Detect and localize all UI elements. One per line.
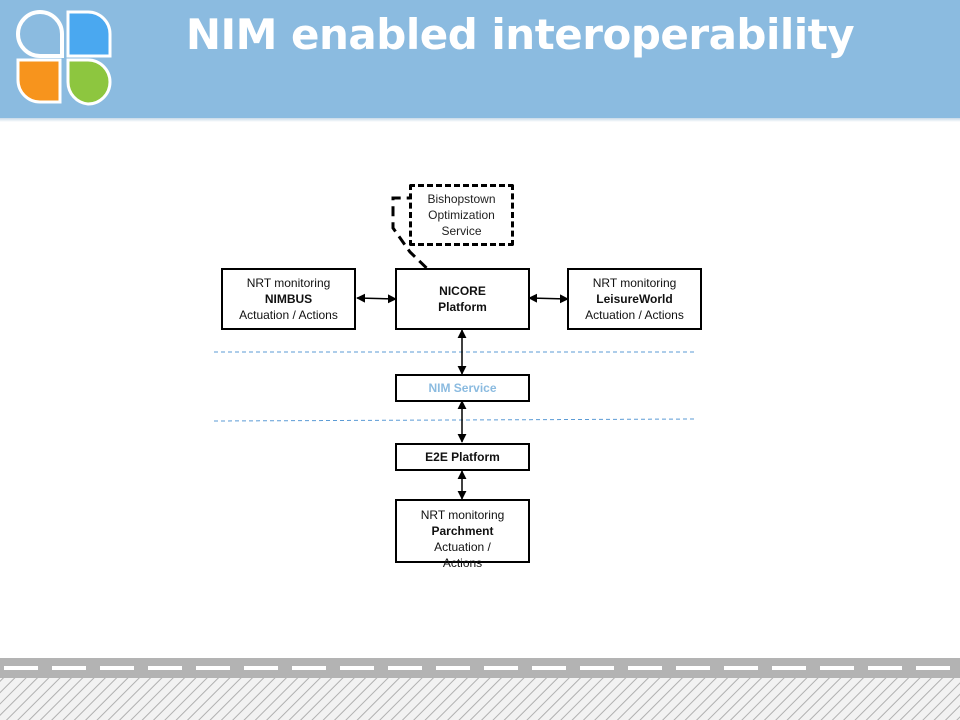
logo-icon bbox=[15, 9, 112, 106]
leisureworld-box: NRT monitoring LeisureWorld Actuation / … bbox=[567, 268, 702, 330]
optimization-link bbox=[391, 196, 440, 281]
nicore-line2: Platform bbox=[438, 300, 487, 314]
nimbus-line1: NRT monitoring bbox=[246, 276, 331, 290]
parchment-line2: Parchment bbox=[431, 524, 494, 538]
parchment-box: NRT monitoring Parchment Actuation / Act… bbox=[395, 499, 530, 570]
leisureworld-line1: NRT monitoring bbox=[592, 276, 677, 290]
optimization-service-box: Bishopstown Optimization Service bbox=[409, 184, 514, 246]
nim-service-box: NIM Service bbox=[395, 374, 530, 402]
header-shadow bbox=[0, 118, 960, 122]
optimization-line1: Bishopstown bbox=[427, 192, 496, 206]
nimbus-line3: Actuation / Actions bbox=[239, 308, 338, 322]
e2e-platform-box: E2E Platform bbox=[395, 443, 530, 471]
separator-line-bottom bbox=[213, 418, 697, 422]
nicore-platform-box: NICORE Platform bbox=[395, 268, 530, 330]
nicore-line1: NICORE bbox=[439, 284, 486, 298]
optimization-line2: Optimization bbox=[428, 208, 495, 222]
nimbus-line2: NIMBUS bbox=[264, 292, 313, 306]
nimbus-box: NRT monitoring NIMBUS Actuation / Action… bbox=[221, 268, 356, 330]
parchment-line4: Actions bbox=[442, 556, 483, 570]
leisureworld-line2: LeisureWorld bbox=[596, 292, 673, 306]
page-title: NIM enabled interoperability bbox=[185, 10, 855, 59]
arrow-center-right bbox=[528, 293, 569, 304]
parchment-line3: Actuation / bbox=[434, 540, 491, 554]
slide-header bbox=[0, 0, 960, 118]
e2e-platform-label: E2E Platform bbox=[425, 450, 500, 464]
parchment-line1: NRT monitoring bbox=[420, 508, 505, 522]
arrow-left-center bbox=[356, 293, 397, 304]
optimization-line3: Service bbox=[441, 224, 482, 238]
footer-road-decoration bbox=[0, 658, 960, 720]
nim-service-label: NIM Service bbox=[428, 381, 497, 395]
leisureworld-line3: Actuation / Actions bbox=[585, 308, 684, 322]
